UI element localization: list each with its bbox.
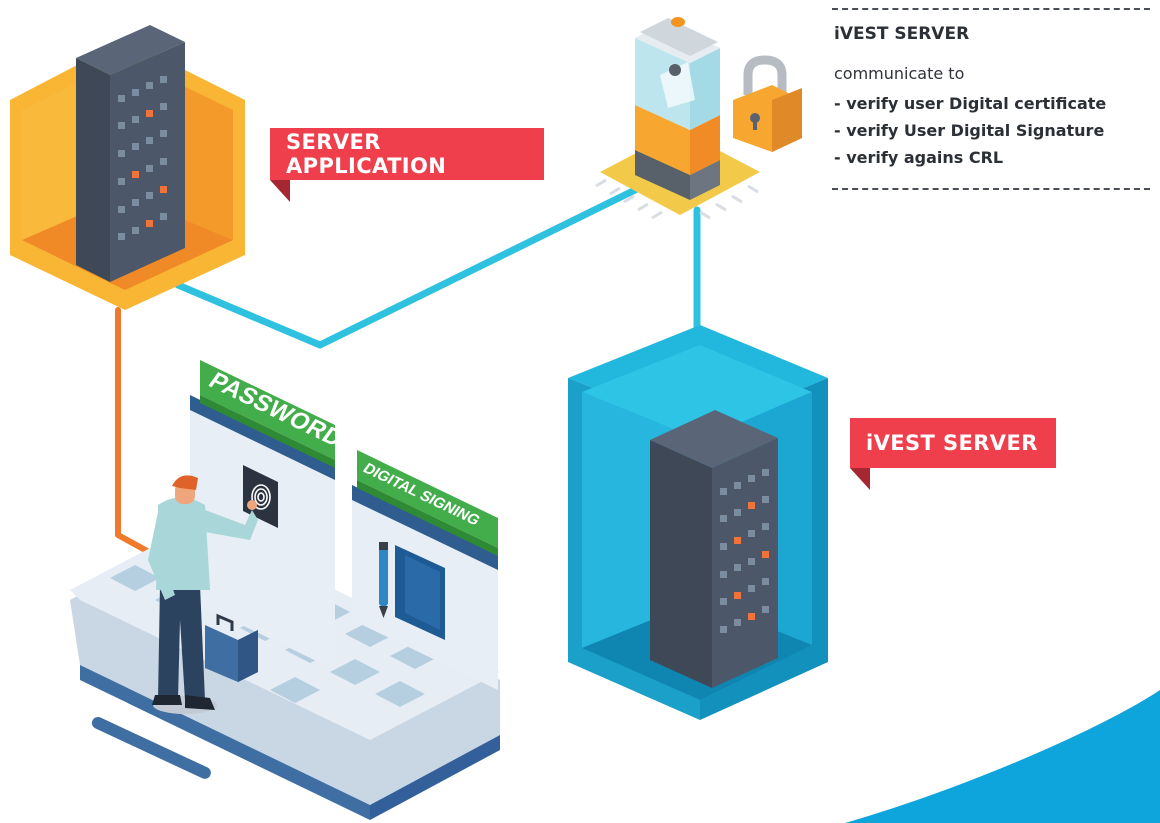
info-list-item: - verify user Digital certificate [834, 94, 1107, 113]
info-panel: iVEST SERVER communicate to - verify use… [832, 8, 1150, 190]
briefcase-icon [205, 613, 258, 682]
ivest-server-node [568, 325, 828, 720]
digital-signing-screen [352, 485, 498, 690]
digital-signing-sign [357, 450, 498, 556]
ribbon-fold [850, 468, 870, 490]
password-sign [200, 360, 335, 468]
info-list-item: - verify User Digital Signature [834, 121, 1105, 140]
chip-beacon [671, 17, 685, 27]
pen-icon [379, 542, 388, 618]
person-figure [148, 475, 258, 714]
ivest-tower [650, 410, 778, 688]
crypto-chip-node [595, 17, 760, 220]
ivest-server-label: iVEST SERVER [850, 418, 1056, 490]
info-list-item: - verify agains CRL [834, 148, 1004, 167]
corner-decoration [845, 690, 1160, 823]
padlock-icon [733, 55, 802, 152]
server-application-node [10, 25, 245, 310]
password-screen [190, 395, 335, 670]
server-application-label: SERVER APPLICATION [270, 128, 544, 202]
server-tower [76, 25, 185, 282]
document-icon [395, 545, 445, 640]
info-title: iVEST SERVER [834, 24, 970, 44]
ribbon-fold [270, 180, 290, 202]
info-intro: communicate to [834, 64, 965, 83]
ivest-server-label-text: iVEST SERVER [866, 431, 1038, 455]
server-application-label-text: SERVER APPLICATION [286, 130, 447, 178]
info-list: - verify user Digital certificate - veri… [834, 90, 1106, 171]
link-serverapp-to-chip [174, 186, 639, 349]
